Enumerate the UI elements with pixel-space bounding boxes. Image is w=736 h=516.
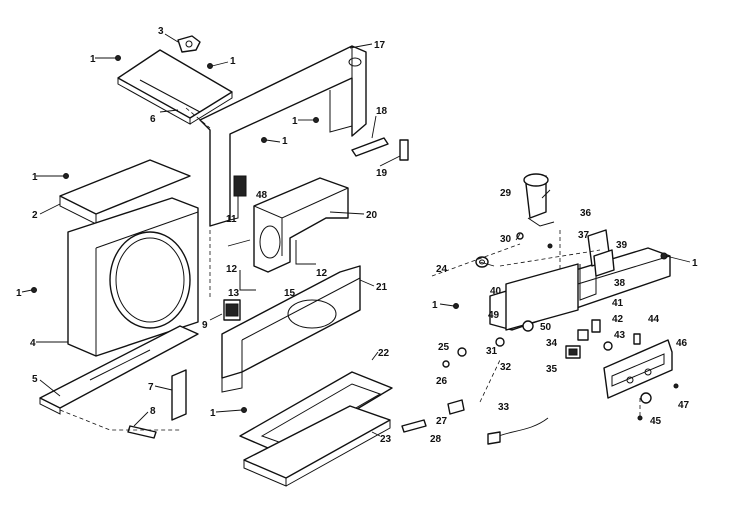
label-1: 1 [90,54,96,65]
label-9: 9 [202,320,208,331]
label-1: 1 [16,288,22,299]
label-18: 18 [376,106,388,117]
label-38: 38 [614,278,626,289]
label-12: 12 [226,264,238,275]
part-39-switch [593,249,615,277]
label-19: 19 [376,168,388,179]
part-7-bracket [171,369,187,421]
label-17: 17 [374,40,386,51]
part-5-base-rail [39,325,199,415]
screw-icons [31,55,679,421]
part-26-screw [442,360,450,368]
label-49: 49 [488,310,500,321]
label-6: 6 [150,114,156,125]
part-27-clip [447,399,465,415]
part-18-rod [351,137,389,157]
label-36: 36 [580,208,592,219]
label-21: 21 [376,282,388,293]
control-box-chassis [489,247,671,331]
label-12: 12 [316,268,328,279]
part-21-partition [221,265,361,393]
label-43: 43 [614,330,626,341]
label-8: 8 [150,406,156,417]
label-37: 37 [578,230,590,241]
part-4-front-grille [67,197,199,357]
label-32: 32 [500,362,512,373]
part-34-relay [577,329,589,341]
part-17-shroud [199,45,367,227]
part-35-switch [565,345,581,359]
label-47: 47 [678,400,690,411]
label-1: 1 [432,300,438,311]
label-31: 31 [486,346,498,357]
label-15: 15 [284,288,296,299]
label-44: 44 [648,314,660,325]
label-11: 11 [226,214,237,225]
part-31-part [495,337,505,347]
part-23-base [243,405,391,487]
part-50-part [522,320,534,332]
part-46-control-panel [603,339,673,399]
label-7: 7 [148,382,154,393]
part-30-screw [516,232,524,240]
part-6-top-panel [117,49,233,125]
part-44-knob [633,333,641,345]
label-1: 1 [32,172,38,183]
part-13-motor [223,299,241,321]
part-2-trim [59,159,191,225]
label-1: 1 [210,408,216,419]
label-20: 20 [366,210,378,221]
label-26: 26 [436,376,448,387]
label-50: 50 [540,322,552,333]
label-48: 48 [256,190,268,201]
label-1: 1 [292,116,298,127]
part-3-clip [177,35,201,53]
label-1: 1 [230,56,236,67]
part-33-power-cord [487,417,549,445]
label-3: 3 [158,26,164,37]
leader-lines [21,33,691,437]
assembly-lines [59,107,641,431]
part-28-strip [401,419,427,433]
part-12-bracket-right [295,240,316,265]
part-labels: 1 1 1 1 1 1 1 1 1 2 3 4 5 6 7 8 9 11 12 … [16,26,698,445]
part-12-bracket-left [239,270,256,291]
label-22: 22 [378,348,390,359]
part-20-blower-housing [253,177,349,273]
label-39: 39 [616,240,628,251]
label-41: 41 [612,298,624,309]
label-4: 4 [30,338,36,349]
part-19-bracket [399,139,409,161]
label-42: 42 [612,314,624,325]
label-1: 1 [282,136,288,147]
part-25-grommet [457,347,467,357]
label-33: 33 [498,402,510,413]
part-45-knob [640,392,652,404]
label-35: 35 [546,364,558,375]
label-1: 1 [692,258,698,269]
part-8-rod [127,425,157,439]
label-46: 46 [676,338,688,349]
label-29: 29 [500,188,512,199]
label-27: 27 [436,416,448,427]
part-29-capacitor [523,173,555,227]
label-24: 24 [436,264,448,275]
part-43-knob [603,341,613,351]
label-2: 2 [32,210,38,221]
part-24-grommet [475,256,489,268]
label-5: 5 [32,374,38,385]
part-41-block [591,319,601,333]
label-45: 45 [650,416,662,427]
label-34: 34 [546,338,558,349]
label-25: 25 [438,342,450,353]
label-40: 40 [490,286,502,297]
label-23: 23 [380,434,392,445]
label-13: 13 [228,288,240,299]
label-30: 30 [500,234,512,245]
label-28: 28 [430,434,442,445]
